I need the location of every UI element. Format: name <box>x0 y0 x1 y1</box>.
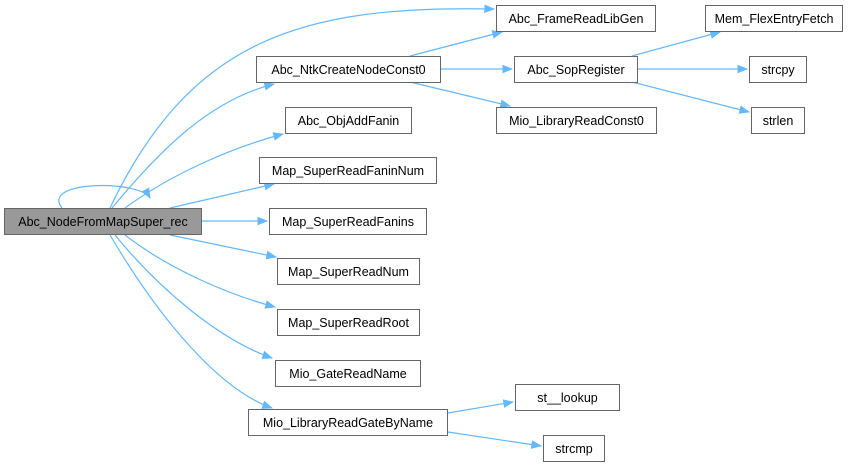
node-abc-sopregister[interactable]: Abc_SopRegister <box>514 56 638 83</box>
node-abc-nodefrommapsuper-rec[interactable]: Abc_NodeFromMapSuper_rec <box>4 208 202 235</box>
edge-root-superreadfaninnum <box>169 181 276 209</box>
node-label: strlen <box>762 113 794 128</box>
node-map-superreadfaninnum[interactable]: Map_SuperReadFaninNum <box>259 157 437 184</box>
node-label: Map_SuperReadRoot <box>288 315 409 330</box>
node-mem-flexentryfetch[interactable]: Mem_FlexEntryFetch <box>705 5 843 32</box>
edge-gatebyname-strcmp <box>447 431 543 449</box>
node-label: Map_SuperReadNum <box>288 264 409 279</box>
edge-root-gatereadname <box>114 234 274 359</box>
node-label: Mio_GateReadName <box>289 366 407 381</box>
edge-gatebyname-stlookup <box>447 399 515 414</box>
node-strlen[interactable]: strlen <box>751 107 805 134</box>
node-map-superreadnum[interactable]: Map_SuperReadNum <box>277 258 420 285</box>
edge-root-framereadlibgen <box>109 4 496 209</box>
edge-sop-memflexentryfetch <box>631 30 722 57</box>
edge-root-superreadroot <box>124 234 277 309</box>
node-strcpy[interactable]: strcpy <box>749 56 807 83</box>
edge-self-loop <box>58 184 151 209</box>
edge-root-ntkcreatenodeconst0 <box>111 82 276 209</box>
node-abc-ntkcreatenodeconst0[interactable]: Abc_NtkCreateNodeConst0 <box>256 56 441 83</box>
node-label: Abc_NodeFromMapSuper_rec <box>18 214 188 229</box>
node-label: Mio_LibraryReadConst0 <box>509 113 644 128</box>
node-mio-libraryreadgatebyname[interactable]: Mio_LibraryReadGateByName <box>248 409 448 436</box>
node-mio-libraryreadconst0[interactable]: Mio_LibraryReadConst0 <box>496 107 657 134</box>
node-mio-gatereadname[interactable]: Mio_GateReadName <box>275 360 421 387</box>
node-st-lookup[interactable]: st__lookup <box>515 384 620 411</box>
node-label: Abc_NtkCreateNodeConst0 <box>271 62 426 77</box>
node-map-superreadroot[interactable]: Map_SuperReadRoot <box>277 309 420 336</box>
node-label: Abc_ObjAddFanin <box>297 113 400 128</box>
edge-sop-strlen <box>631 81 751 114</box>
node-label: Abc_SopRegister <box>527 62 625 77</box>
edge-ntk-libraryreadconst0 <box>409 81 512 108</box>
node-label: Mio_LibraryReadGateByName <box>262 415 434 430</box>
node-abc-objaddfanin[interactable]: Abc_ObjAddFanin <box>285 107 412 134</box>
node-label: st__lookup <box>537 390 598 405</box>
node-label: strcpy <box>761 62 795 77</box>
edge-root-libraryreadgatebyname <box>109 234 274 409</box>
node-label: Map_SuperReadFaninNum <box>271 163 425 178</box>
node-map-superreadfanins[interactable]: Map_SuperReadFanins <box>269 208 427 235</box>
node-strcmp[interactable]: strcmp <box>543 435 605 462</box>
node-label: Map_SuperReadFanins <box>281 214 415 229</box>
node-label: Mem_FlexEntryFetch <box>714 11 834 26</box>
edge-ntk-framereadlibgen <box>409 30 504 57</box>
node-label: Abc_FrameReadLibGen <box>508 11 644 26</box>
node-label: strcmp <box>555 441 593 456</box>
edge-root-objaddfanin <box>124 132 285 209</box>
node-abc-framereadlibgen[interactable]: Abc_FrameReadLibGen <box>496 5 656 32</box>
edge-root-superreadnum <box>169 234 278 260</box>
